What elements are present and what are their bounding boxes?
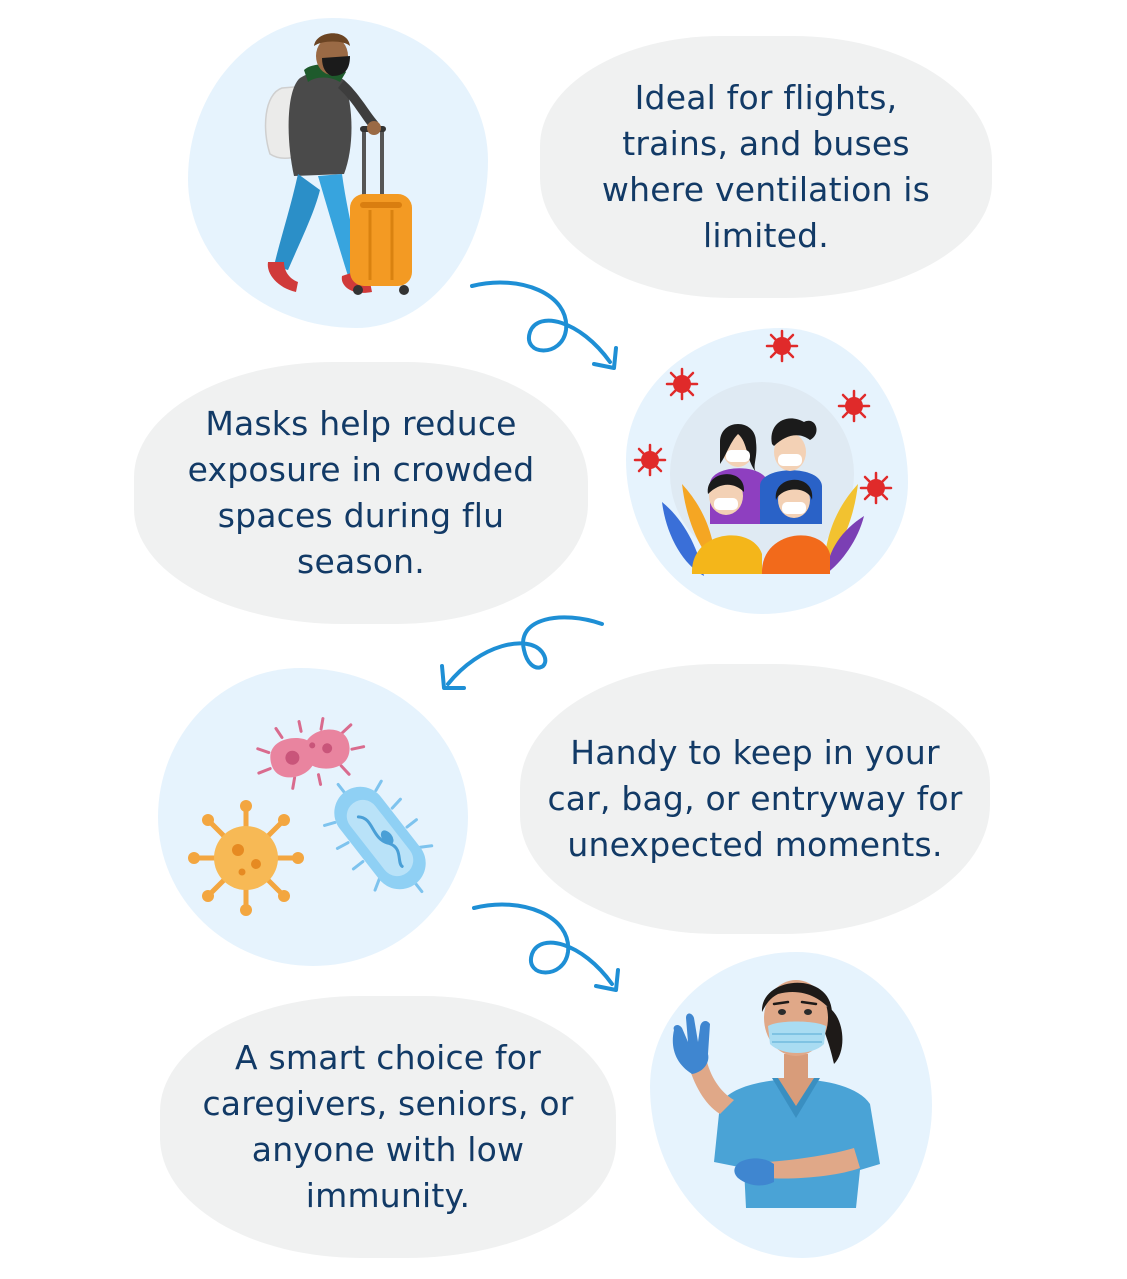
virus-icon <box>837 389 871 423</box>
virus-icon <box>633 443 667 477</box>
card-care-bubble: A smart choice for caregivers, seniors, … <box>160 996 616 1258</box>
card-care-text: A smart choice for caregivers, seniors, … <box>202 1038 574 1215</box>
traveler-with-suitcase-icon <box>264 33 412 295</box>
virus-icon <box>765 329 799 363</box>
virus-icon <box>665 367 699 401</box>
card-handy-text: Handy to keep in your car, bag, or entry… <box>547 733 963 864</box>
arrow-curl-1 <box>470 280 618 370</box>
card-handy-bubble: Handy to keep in your car, bag, or entry… <box>520 664 990 934</box>
card-travel-bubble: Ideal for flights, trains, and buses whe… <box>540 36 992 298</box>
arrow-curl-2 <box>440 615 604 690</box>
card-crowd-text: Masks help reduce exposure in crowded sp… <box>187 404 535 581</box>
masked-nurse-icon <box>672 980 880 1208</box>
masked-crowd-with-viruses-icon <box>633 329 893 576</box>
arrow-curl-3 <box>472 902 620 992</box>
orange-virus-icon <box>188 800 304 916</box>
blue-bacteria-icon <box>323 779 434 894</box>
card-crowd-bubble: Masks help reduce exposure in crowded sp… <box>134 362 588 624</box>
pink-bacteria-icon <box>256 717 366 790</box>
germs-icon <box>188 717 434 916</box>
card-travel-text: Ideal for flights, trains, and buses whe… <box>601 78 931 255</box>
virus-icon <box>859 471 893 505</box>
